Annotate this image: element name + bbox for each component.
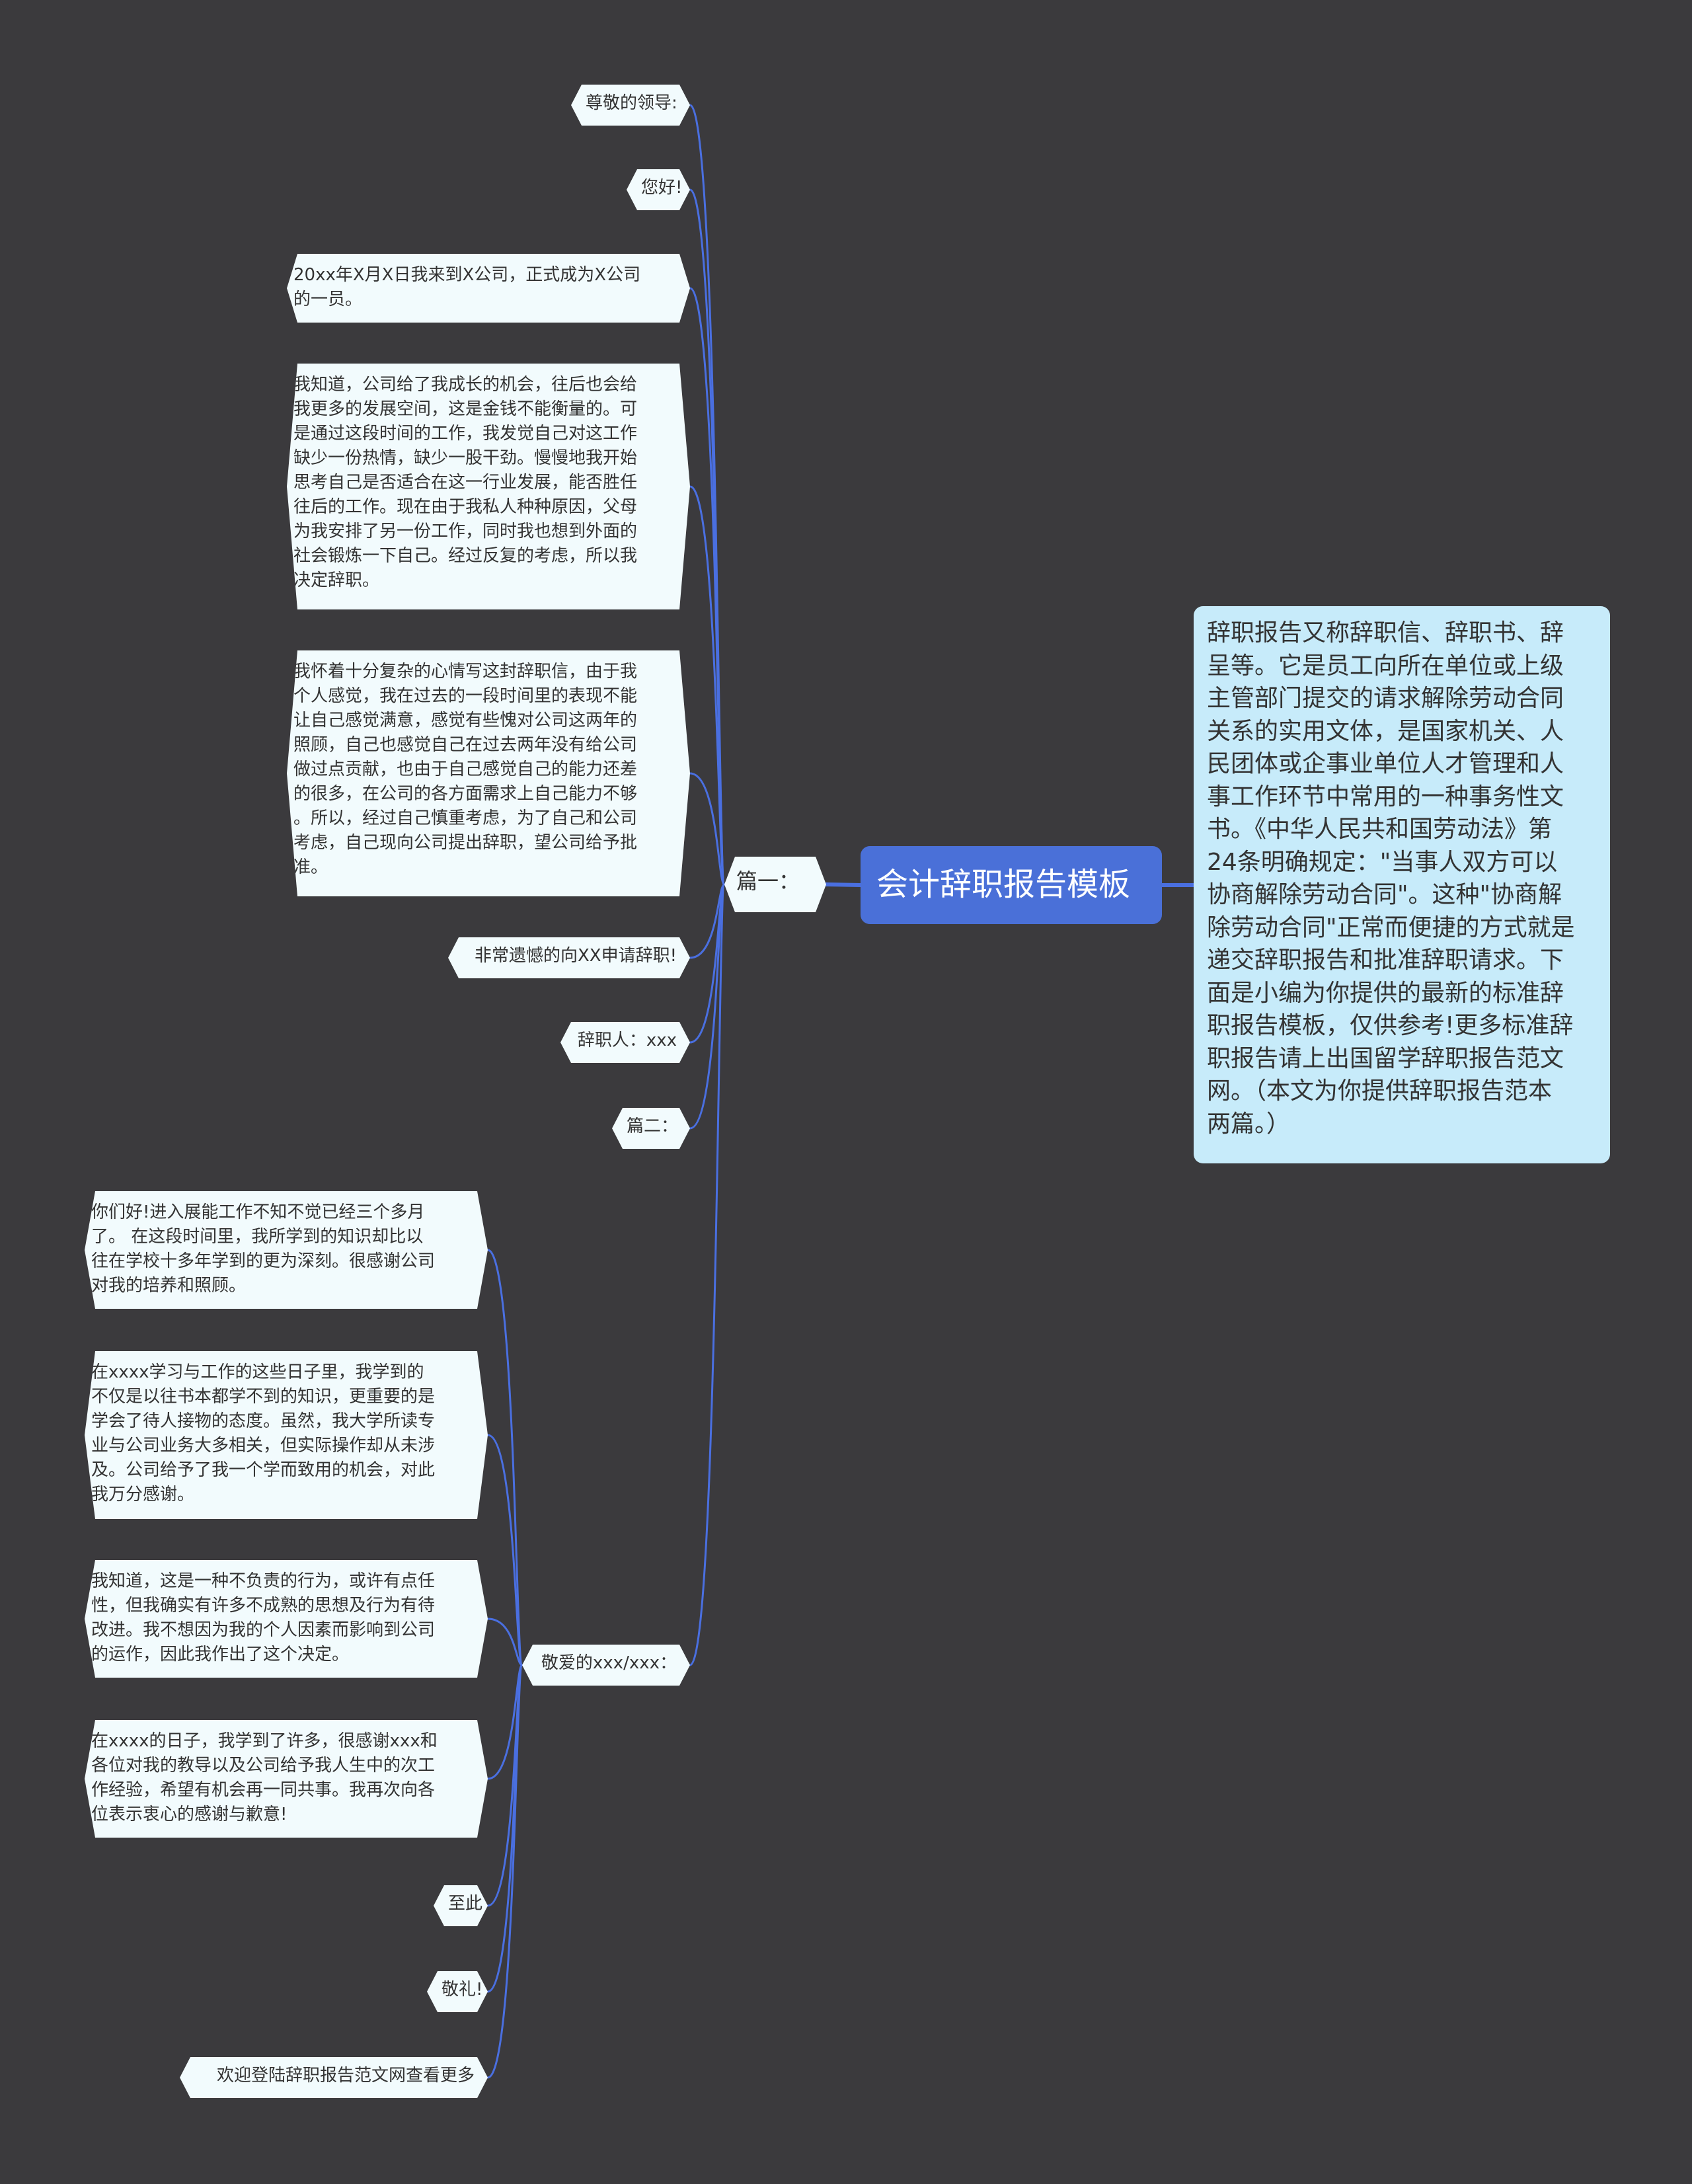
branch-label: 篇一： (736, 869, 800, 894)
summary-line: 24条明确规定："当事人双方可以 (1207, 848, 1558, 876)
root-title: 会计辞职报告模板 (876, 866, 1131, 903)
summary-line: 事工作环节中常用的一种事务性文 (1207, 783, 1564, 810)
child-node[interactable]: 辞职人：xxx (560, 1022, 690, 1063)
child-node[interactable]: 您好! (627, 169, 690, 210)
summary-line: 关系的实用文体，是国家机关、人 (1207, 717, 1564, 745)
connector-branch-child (689, 772, 726, 886)
child-node[interactable]: 我怀着十分复杂的心情写这封辞职信，由于我 个人感觉，我在过去的一段时间里的表现不… (287, 650, 690, 896)
grandchild-node[interactable]: 在xxxx的日子，我学到了许多，很感谢xxx和 各位对我的教导以及公司给予我人生… (85, 1720, 488, 1838)
summary-line: 呈等。它是员工向所在单位或上级 (1207, 652, 1564, 680)
grandchild-node[interactable]: 你们好!进入展能工作不知不觉已经三个多月 了。 在这段时间里，我所学到的知识却比… (85, 1191, 488, 1309)
summary-line: 书。《中华人民共和国劳动法》第 (1207, 816, 1553, 843)
summary-line: 两篇。） (1207, 1110, 1291, 1138)
child-node[interactable]: 我知道，公司给了我成长的机会，往后也会给 我更多的发展空间，这是金钱不能衡量的。… (287, 364, 690, 609)
child-node[interactable]: 敬爱的xxx/xxx： (522, 1645, 690, 1686)
grandchild-node[interactable]: 我知道，这是一种不负责的行为，或许有点任 性，但我确实有许多不成熟的思想及行为有… (85, 1560, 488, 1678)
summary-line: 面是小编为你提供的最新的标准辞 (1207, 979, 1564, 1007)
grandchild-node[interactable]: 至此 (434, 1885, 488, 1926)
grandchild-node[interactable]: 敬礼! (427, 1971, 488, 2012)
summary-line: 主管部门提交的请求解除劳动合同 (1207, 685, 1564, 712)
summary-line: 职报告请上出国留学辞职报告范文 (1207, 1044, 1564, 1072)
connector-branch-child (689, 485, 726, 886)
connector-branch-child (689, 883, 726, 1666)
summary-line: 除劳动合同"正常而便捷的方式就是 (1207, 914, 1575, 941)
summary-line: 职报告模板，仅供参考!更多标准辞 (1207, 1012, 1574, 1039)
connector-root-branch (824, 882, 863, 887)
summary-node[interactable]: 辞职报告又称辞职信、辞职书、辞 呈等。它是员工向所在单位或上级 主管部门提交的请… (1194, 606, 1610, 1163)
child-node[interactable]: 20xx年X月X日我来到X公司，正式成为X公司 的一员。 (287, 254, 690, 323)
summary-line: 网。（本文为你提供辞职报告范本 (1207, 1077, 1553, 1105)
grandchild-node[interactable]: 在xxxx学习与工作的这些日子里，我学到的 不仅是以往书本都学不到的知识，更重要… (85, 1351, 488, 1519)
grandchild-node[interactable]: 欢迎登陆辞职报告范文网查看更多 (180, 2057, 488, 2098)
summary-line: 递交辞职报告和批准辞职请求。下 (1207, 947, 1564, 974)
root-topic[interactable]: 会计辞职报告模板 (861, 846, 1162, 924)
summary-line: 民团体或企事业单位人才管理和人 (1207, 750, 1564, 777)
child-node[interactable]: 非常遗憾的向XX申请辞职! (448, 937, 690, 978)
child-node[interactable]: 尊敬的领导: (571, 85, 690, 126)
connector-child-grandchild (486, 1434, 523, 1666)
connector-child-grandchild (486, 1618, 523, 1666)
summary-line: 辞职报告又称辞职信、辞职书、辞 (1207, 619, 1564, 646)
branch-node[interactable]: 篇一： (724, 857, 826, 912)
connector-child-grandchild (486, 1664, 523, 2079)
summary-line: 协商解除劳动合同"。这种"协商解 (1207, 881, 1562, 908)
connector-branch-child (689, 883, 726, 1130)
child-node[interactable]: 篇二： (612, 1108, 690, 1149)
